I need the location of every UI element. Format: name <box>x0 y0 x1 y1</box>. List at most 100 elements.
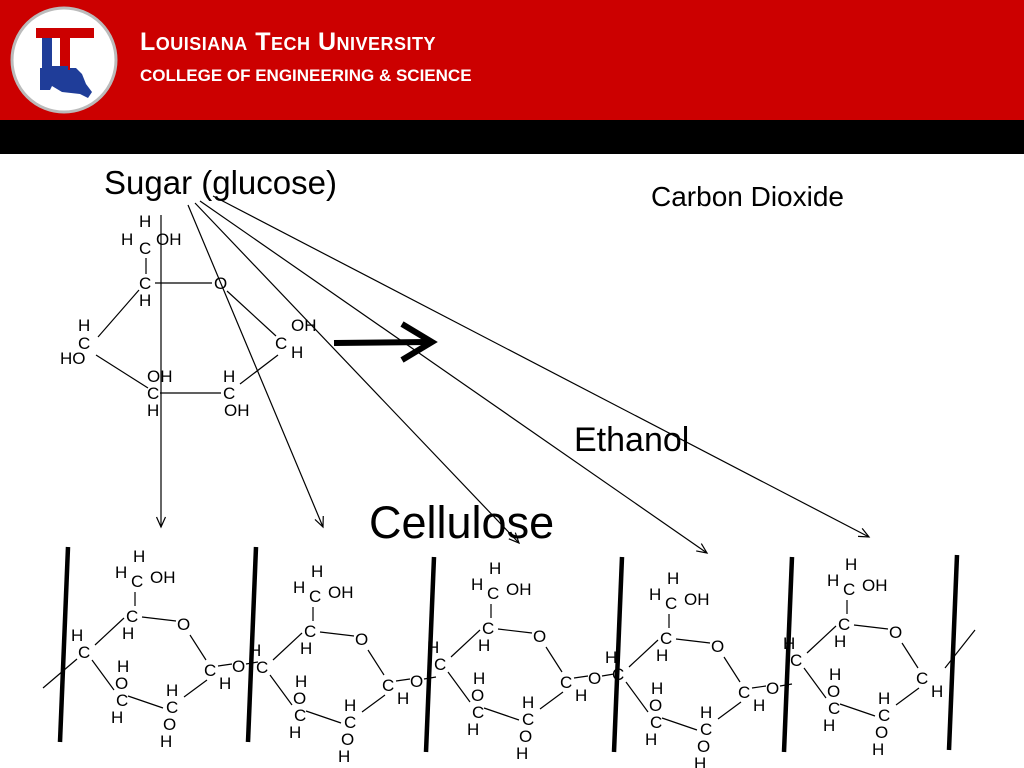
atom-label: H <box>931 682 943 701</box>
atom-label: H <box>289 723 301 742</box>
atom-label: C <box>916 669 928 688</box>
atom-label: C <box>147 384 159 403</box>
bond-line <box>625 681 649 713</box>
atom-label: O <box>232 657 245 676</box>
chain-end-bond <box>42 658 78 689</box>
bond-line <box>319 631 355 637</box>
atom-label: H <box>147 401 159 420</box>
atom-label: OH <box>150 568 176 587</box>
bond-line <box>183 679 208 698</box>
atom-label: H <box>219 674 231 693</box>
label-carbon-dioxide: Carbon Dioxide <box>651 181 844 212</box>
atom-label: H <box>111 708 123 727</box>
pointer-arrow-line <box>199 200 708 554</box>
atom-label: H <box>121 230 133 249</box>
atom-label: O <box>163 715 176 734</box>
atom-label: H <box>489 559 501 578</box>
bond-line <box>806 625 837 654</box>
atom-label: H <box>834 632 846 651</box>
atom-label: H <box>700 703 712 722</box>
atom-label: H <box>845 555 857 574</box>
atom-label: O <box>355 630 368 649</box>
atom-label: O <box>293 689 306 708</box>
atom-label: H <box>291 343 303 362</box>
atom-label: C <box>487 584 499 603</box>
atom-label: C <box>660 629 672 648</box>
atom-label: C <box>790 651 802 670</box>
bond-line <box>94 617 125 646</box>
atom-label: C <box>738 683 750 702</box>
atom-label: OH <box>291 316 317 335</box>
atom-label: C <box>139 239 151 258</box>
bond-line <box>539 691 564 710</box>
glucose-structure: HHCOHCHOOHCHHCOHOHCHHCHO <box>60 212 317 420</box>
bond-line <box>628 639 659 668</box>
atom-label: H <box>139 291 151 310</box>
atom-label: C <box>434 655 446 674</box>
header-black-bar <box>0 120 1024 154</box>
atom-label: C <box>78 334 90 353</box>
unit-divider <box>946 554 960 751</box>
atom-label: O <box>827 682 840 701</box>
atom-label: O <box>115 674 128 693</box>
unit-divider <box>781 556 795 753</box>
unit-divider <box>423 556 437 753</box>
atom-label: C <box>78 643 90 662</box>
atom-label: H <box>223 367 235 386</box>
atom-label: C <box>131 572 143 591</box>
atom-label: OH <box>147 367 173 386</box>
atom-label: O <box>471 686 484 705</box>
university-logo <box>10 6 118 114</box>
atom-label: H <box>166 681 178 700</box>
atom-label: H <box>78 316 90 335</box>
atom-label: H <box>827 571 839 590</box>
bond-line <box>127 695 164 709</box>
pointer-arrow-line <box>212 195 870 538</box>
atom-label: C <box>700 720 712 739</box>
atom-label: C <box>560 673 572 692</box>
atom-label: H <box>311 562 323 581</box>
pointer-arrows <box>155 195 871 554</box>
atom-label: H <box>338 747 350 766</box>
bond-line <box>661 717 698 731</box>
atom-label: C <box>139 274 151 293</box>
atom-label: H <box>878 689 890 708</box>
atom-label: C <box>382 676 394 695</box>
bond-line <box>361 694 386 713</box>
atom-label: H <box>293 578 305 597</box>
bond-line <box>239 354 279 385</box>
atom-label: C <box>256 658 268 677</box>
atom-label: C <box>275 334 287 353</box>
atom-label: H <box>139 212 151 231</box>
header-banner <box>0 0 1024 120</box>
atom-label: C <box>344 713 356 732</box>
atom-label: H <box>295 672 307 691</box>
bond-line <box>269 674 293 706</box>
label-ethanol: Ethanol <box>574 421 690 459</box>
atom-label: C <box>204 661 216 680</box>
atom-label: O <box>711 637 724 656</box>
atom-label: O <box>875 723 888 742</box>
atom-label: C <box>472 703 484 722</box>
atom-label: O <box>766 679 779 698</box>
atom-label: H <box>823 716 835 735</box>
bond-line <box>91 659 115 691</box>
atom-label: O <box>588 669 601 688</box>
atom-label: H <box>473 669 485 688</box>
atom-label: C <box>309 587 321 606</box>
atom-label: OH <box>224 401 250 420</box>
bond-line <box>189 634 207 661</box>
bond-line <box>395 678 411 682</box>
atom-label: O <box>533 627 546 646</box>
bond-line <box>450 629 481 658</box>
atom-label: H <box>115 563 127 582</box>
atom-label: HO <box>60 349 86 368</box>
atom-label: H <box>829 665 841 684</box>
atom-label: H <box>117 657 129 676</box>
bond-line <box>717 701 742 720</box>
label-cellulose: Cellulose <box>369 497 555 548</box>
bond-line <box>601 673 615 677</box>
